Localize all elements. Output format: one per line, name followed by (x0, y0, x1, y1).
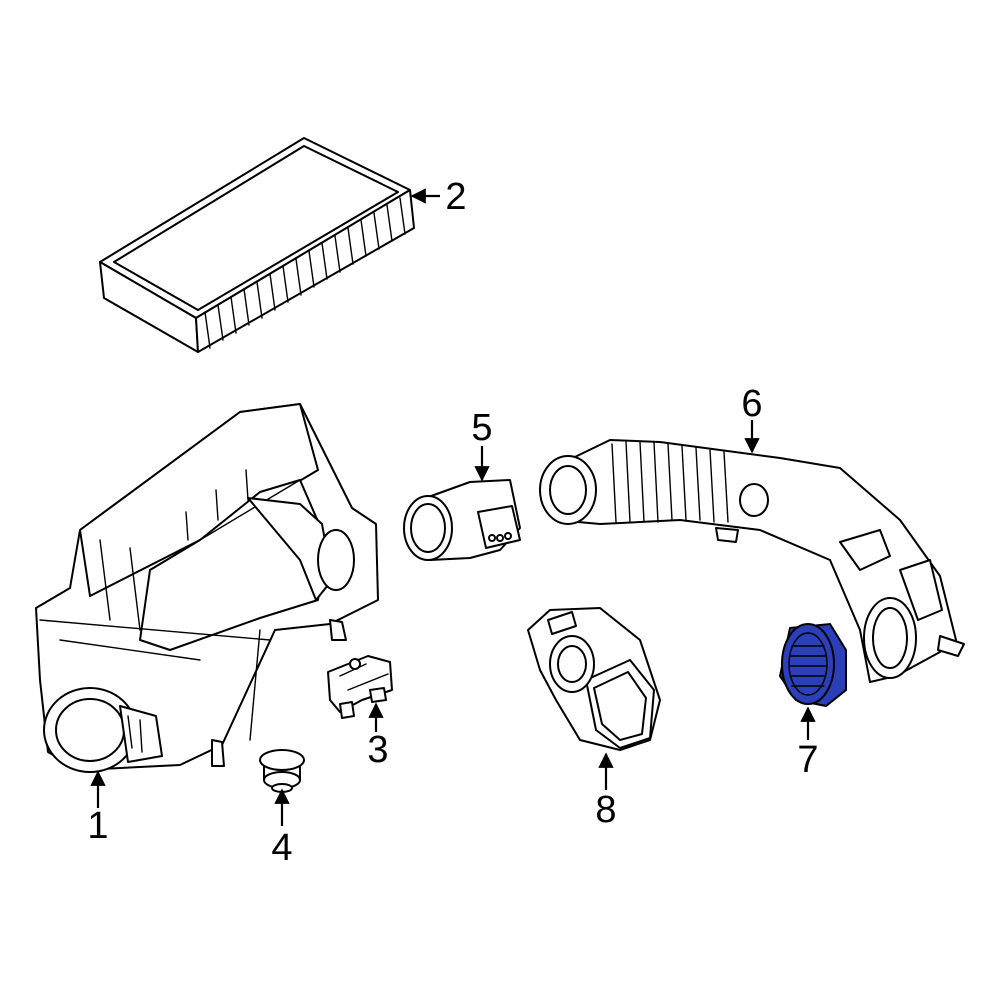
callout-8[interactable]: 8 (595, 789, 616, 831)
part-3-bracket[interactable] (327, 655, 393, 719)
callout-2[interactable]: 2 (445, 176, 466, 218)
part-4-grommet[interactable] (259, 749, 305, 793)
callout-7[interactable]: 7 (797, 739, 818, 781)
part-7-seal[interactable] (778, 622, 847, 708)
part-8-throttle-body[interactable] (527, 607, 661, 751)
callout-5[interactable]: 5 (471, 407, 492, 449)
seal-face (781, 623, 835, 705)
part-5-mass-air-flow-sensor[interactable] (403, 479, 521, 561)
part-6-intake-duct[interactable] (539, 439, 965, 683)
part-2-air-filter[interactable] (99, 137, 415, 353)
callout-4[interactable]: 4 (271, 827, 292, 869)
callout-6[interactable]: 6 (741, 383, 762, 425)
seal-inner-ring (788, 632, 828, 696)
part-1-air-cleaner-housing[interactable] (35, 403, 379, 773)
callout-3[interactable]: 3 (367, 729, 388, 771)
callout-1[interactable]: 1 (87, 805, 108, 847)
